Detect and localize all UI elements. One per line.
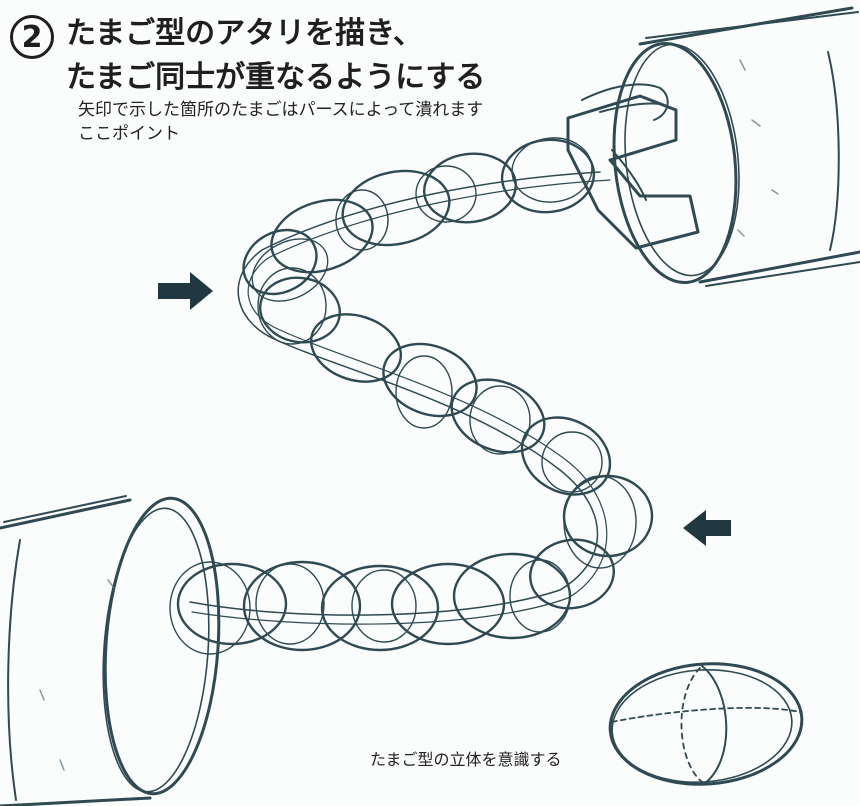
title-line-2: たまご同士が重なるようにする <box>66 60 486 95</box>
egg-solid-example <box>608 662 804 786</box>
note-text: 矢印で示した箇所のたまごはパースによって潰れます ここポイント <box>78 98 483 146</box>
left-cylinder <box>0 495 221 806</box>
step-number: 2 <box>21 19 43 55</box>
arrow-left-icon <box>683 510 731 546</box>
note-line-2: ここポイント <box>78 124 180 144</box>
step-number-badge: 2 <box>10 15 54 59</box>
arrow-right-icon <box>158 272 213 310</box>
egg-chain <box>169 137 654 655</box>
page-title: たまご型のアタリを描き、 たまご同士が重なるようにする <box>66 12 485 100</box>
plug-connector <box>566 83 700 250</box>
egg-caption: たまご型の立体を意識する <box>370 750 562 769</box>
note-line-1: 矢印で示した箇所のたまごはパースによって潰れます <box>78 100 484 120</box>
title-line-1: たまご型のアタリを描き、 <box>66 16 423 51</box>
